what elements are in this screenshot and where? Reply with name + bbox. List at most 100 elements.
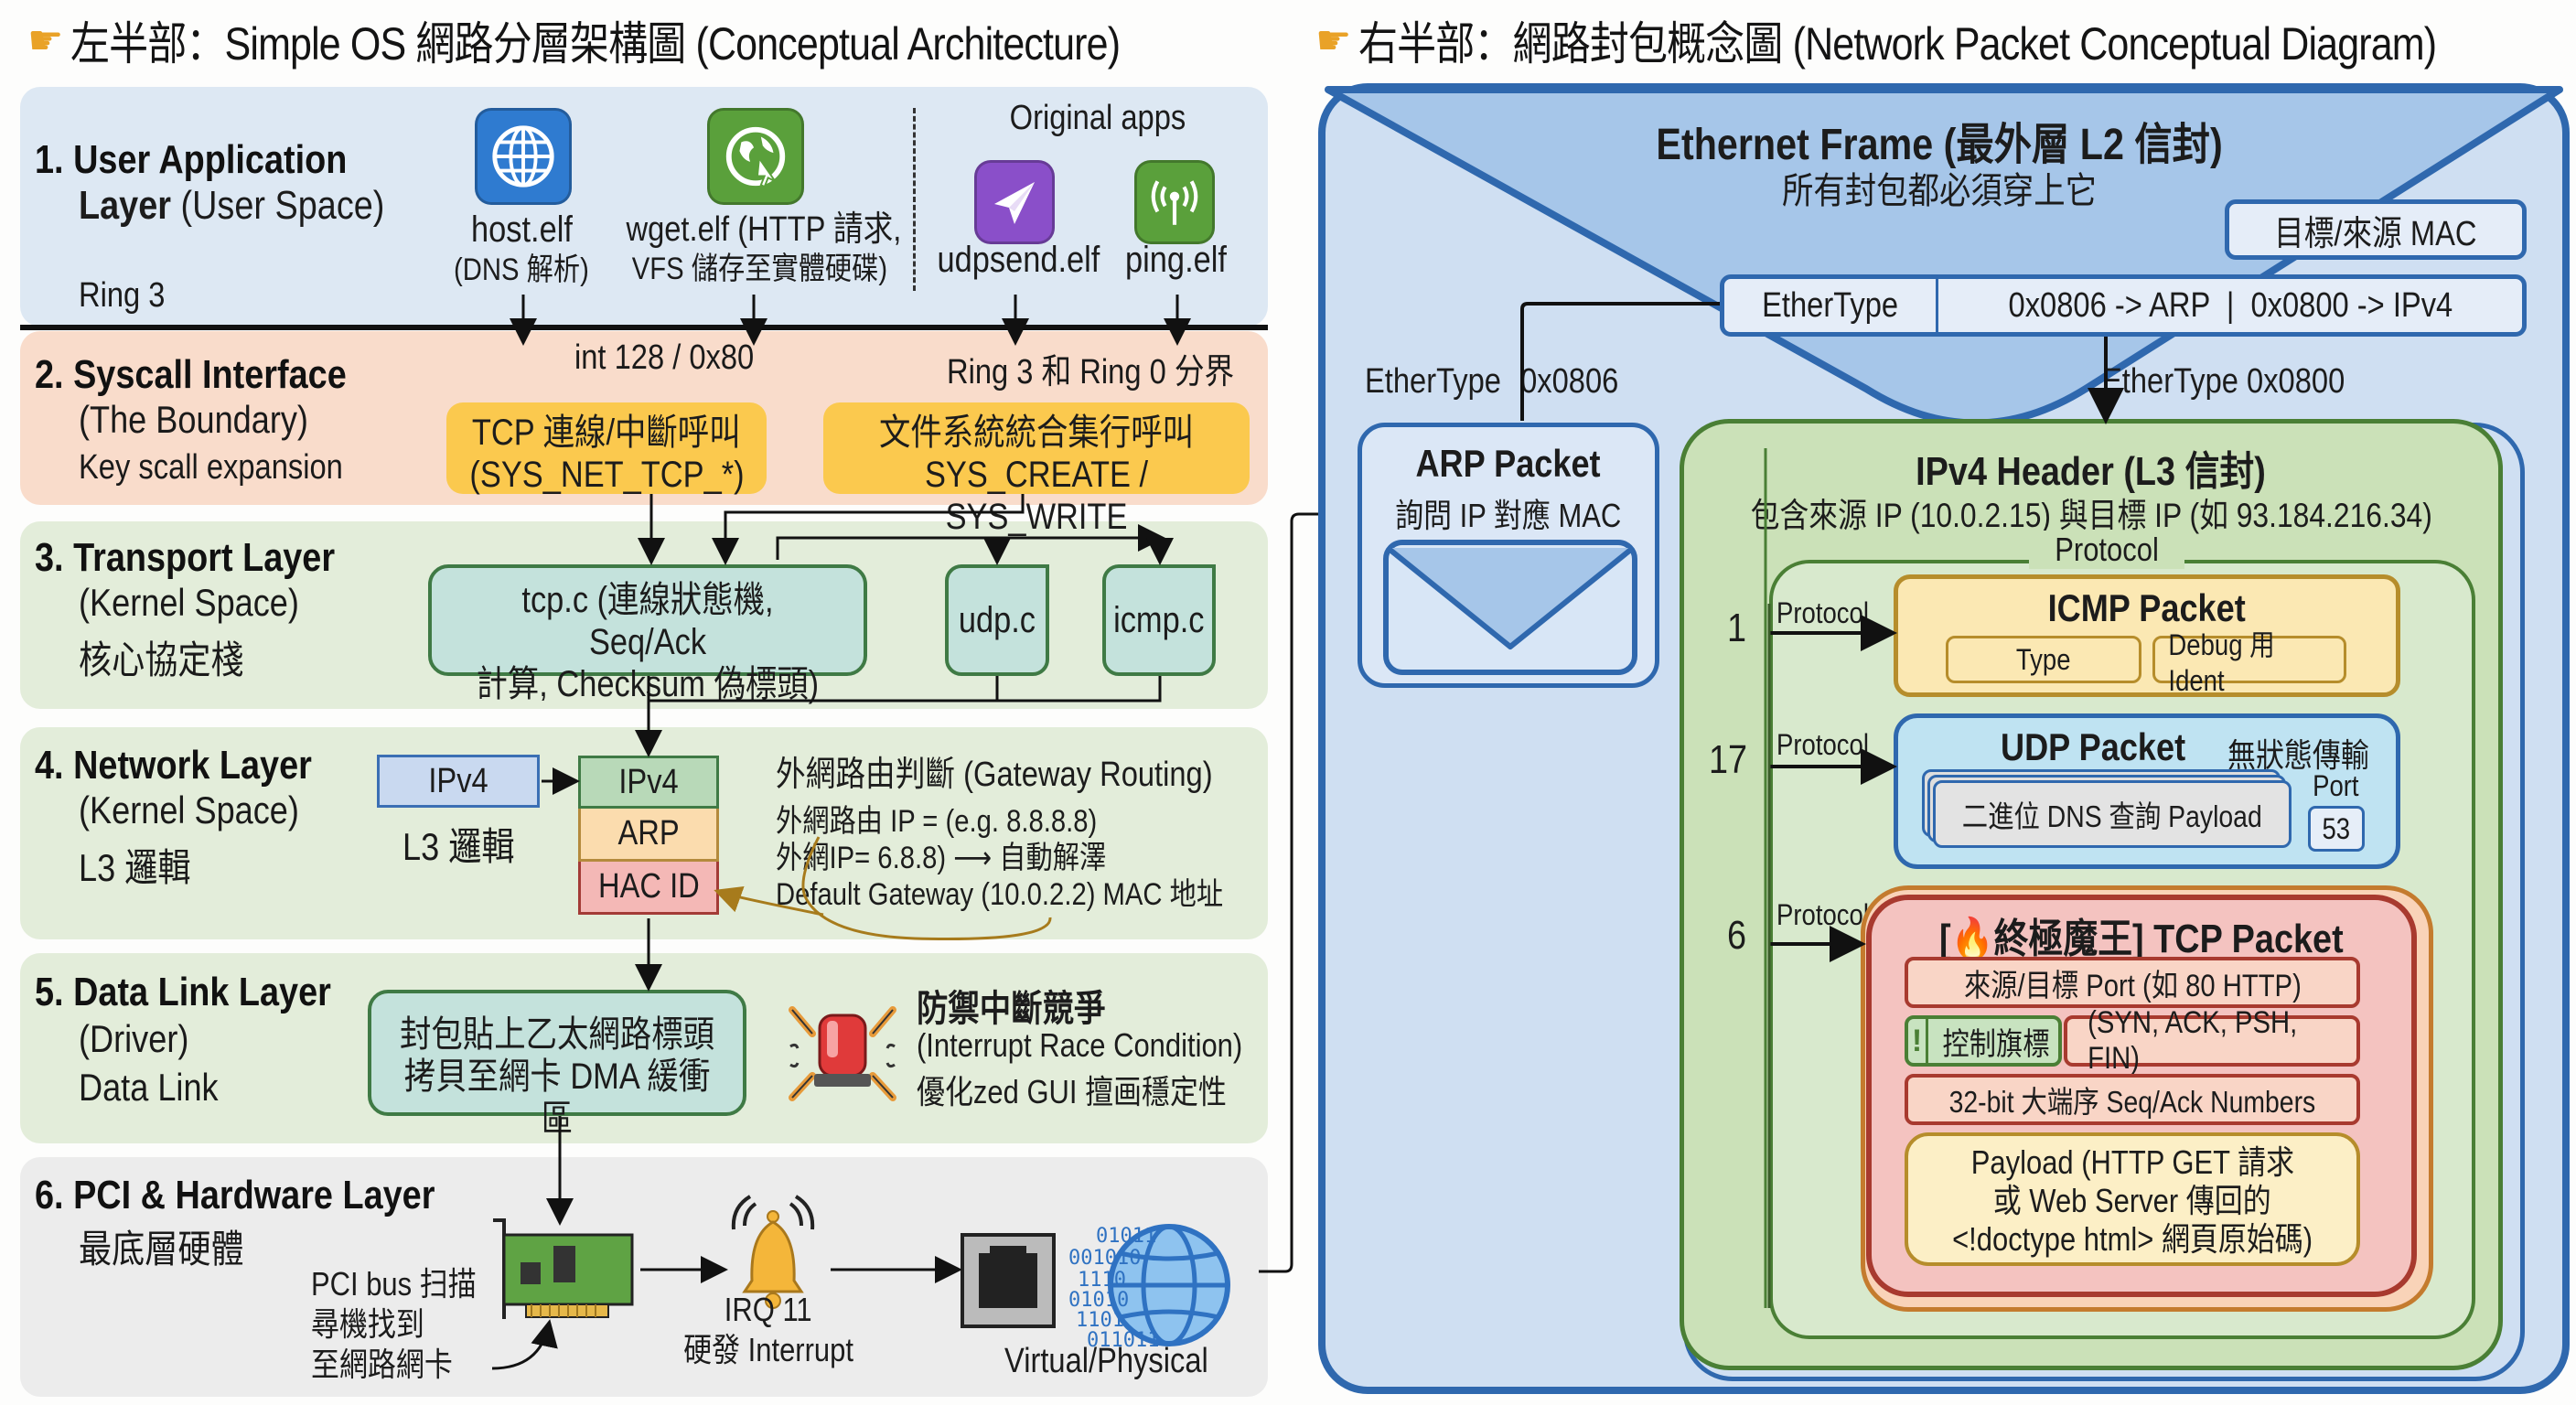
tcp-syscall-box[interactable]: TCP 連線/中斷呼叫 (SYS_NET_TCP_*) bbox=[446, 402, 767, 495]
globe-cursor-icon bbox=[725, 126, 786, 188]
layer-6-band bbox=[20, 1157, 1268, 1397]
tcp-packet-title: [🔥終極魔王] TCP Packet bbox=[1939, 917, 2344, 961]
layer-5-title: 5. Data Link Layer bbox=[35, 970, 331, 1014]
routing-line-3: Default Gateway (10.0.2.2) MAC 地址 bbox=[776, 877, 1224, 912]
race-condition-line-1: (Interrupt Race Condition) bbox=[917, 1026, 1243, 1064]
arp-packet[interactable]: ARP Packet 詢問 IP 對應 MAC bbox=[1358, 423, 1659, 688]
layer-5-note: Data Link bbox=[79, 1066, 219, 1109]
icmp-protocol-num: 1 bbox=[1727, 606, 1747, 650]
tcp-flags-label[interactable]: ! 控制旗標 bbox=[1905, 1015, 2062, 1067]
layer-1-band bbox=[20, 87, 1268, 327]
layer-1-title: 1. User Application bbox=[35, 137, 348, 182]
layer-4-note: L3 邏輯 bbox=[79, 846, 191, 889]
right-section-title: ☛ 右半部：網路封包概念圖 (Network Packet Conceptual… bbox=[1315, 17, 2438, 70]
udp-port-label: Port bbox=[2312, 769, 2359, 802]
host-app-label: host.elf (DNS 解析) bbox=[454, 209, 589, 287]
pci-scan-label: PCI bus 扫描 尋機找到 至網路網卡 bbox=[311, 1265, 477, 1383]
tcp-seq-ack-field[interactable]: 32-bit 大端序 Seq/Ack Numbers bbox=[1905, 1074, 2360, 1125]
udpsend-app-icon[interactable] bbox=[974, 160, 1055, 244]
tcp-ports-field[interactable]: 來源/目標 Port (如 80 HTTP) bbox=[1905, 957, 2360, 1008]
protocol-label: Protocol bbox=[2029, 531, 2184, 569]
bell-interrupt-icon bbox=[731, 1195, 815, 1309]
ring-boundary-label: Ring 3 和 Ring 0 分界 bbox=[947, 353, 1235, 391]
routing-line-1: 外網路由 IP = (e.g. 8.8.8.8) bbox=[776, 804, 1098, 839]
tcp-packet[interactable]: [🔥終極魔王] TCP Packet 來源/目標 Port (如 80 HTTP… bbox=[1866, 895, 2417, 1297]
ethernet-header-driver-box[interactable]: 封包貼上乙太網路標頭 拷貝至網卡 DMA 緩衝區 bbox=[368, 990, 746, 1139]
layer-1-title2: Layer bbox=[79, 183, 171, 228]
udp-protocol-num: 17 bbox=[1709, 737, 1748, 782]
icmp-protocol-arrow-label: Protocol bbox=[1776, 596, 1869, 629]
irq-label: IRQ 11 硬發 Interrupt bbox=[683, 1291, 853, 1368]
arp-packet-title: ARP Packet bbox=[1415, 442, 1602, 485]
dns-payload[interactable]: 二進位 DNS 查詢 Payload bbox=[1933, 780, 2292, 848]
l3-logic-label: L3 邏輯 bbox=[402, 825, 515, 868]
tcp-protocol-num: 6 bbox=[1727, 913, 1747, 958]
icmp-packet-title: ICMP Packet bbox=[2047, 586, 2247, 629]
ping-app-icon[interactable] bbox=[1134, 160, 1215, 244]
race-condition-line-2: 優化zed GUI 擅画穩定性 bbox=[917, 1073, 1227, 1110]
ethertype-values: 0x0806 -> ARP | 0x0800 -> IPv4 bbox=[2008, 285, 2453, 325]
ethernet-frame-subtitle: 所有封包都必須穿上它 bbox=[1782, 171, 2097, 211]
icmp-c-file[interactable]: icmp.c bbox=[1102, 564, 1216, 676]
ipv4-header-title: IPv4 Header (L3 信封) bbox=[1916, 449, 2267, 494]
icmp-packet[interactable]: ICMP Packet Type Debug 用 Ident bbox=[1894, 574, 2400, 697]
arp-branch-label: EtherType 0x0806 bbox=[1365, 362, 1619, 401]
layer-4-sub: (Kernel Space) bbox=[79, 788, 299, 831]
alarm-siren-icon bbox=[789, 1006, 896, 1101]
binary-stream: 01011 001010 1110 01010 1101 011011 bbox=[1068, 1225, 1168, 1352]
routing-title: 外網路由判斷 (Gateway Routing) bbox=[776, 756, 1213, 794]
ethertype-key: EtherType bbox=[1724, 279, 1938, 332]
network-card-icon[interactable] bbox=[489, 1217, 636, 1326]
icmp-type-field[interactable]: Type bbox=[1946, 636, 2141, 683]
tcp-c-module[interactable]: tcp.c (連線狀態機, Seq/Ack 計算, Checksum 偽標頭) bbox=[428, 564, 867, 704]
ipv4-header-subtitle: 包含來源 IP (10.0.2.15) 與目標 IP (如 93.184.216… bbox=[1750, 497, 2432, 534]
original-apps-label: Original apps bbox=[1009, 99, 1186, 137]
envelope-icon bbox=[1383, 540, 1637, 675]
udp-packet[interactable]: UDP Packet 無狀態傳輸 二進位 DNS 查詢 Payload Port… bbox=[1894, 713, 2400, 869]
antenna-icon bbox=[1151, 180, 1198, 225]
ipv4-branch-label: EtherType 0x0800 bbox=[2102, 362, 2345, 401]
tcp-protocol-arrow-label: Protocol bbox=[1776, 898, 1869, 931]
host-app-icon[interactable] bbox=[475, 108, 572, 205]
globe-grid-icon bbox=[492, 125, 554, 188]
udp-port-value[interactable]: 53 bbox=[2308, 806, 2365, 852]
wget-app-icon[interactable] bbox=[707, 108, 804, 205]
stack-hac-id[interactable]: HAC ID bbox=[578, 862, 719, 915]
layer-3-title: 3. Transport Layer bbox=[35, 535, 336, 580]
tcp-payload[interactable]: Payload (HTTP GET 請求 或 Web Server 傳回的 <!… bbox=[1905, 1132, 2360, 1266]
layer-1-sub: (User Space) bbox=[180, 183, 385, 228]
layer-5-sub: (Driver) bbox=[79, 1017, 189, 1060]
stack-arp[interactable]: ARP bbox=[578, 809, 719, 862]
mac-address-field[interactable]: 目標/來源 MAC bbox=[2225, 199, 2527, 260]
arp-packet-subtitle: 詢問 IP 對應 MAC bbox=[1395, 497, 1622, 534]
left-section-title: ☛ 左半部：Simple OS 網路分層架構圖 (Conceptual Arch… bbox=[27, 17, 1121, 70]
flag-marker-icon: ! bbox=[1908, 1019, 1928, 1063]
fs-syscall-box[interactable]: 文件系統統合集行呼叫 SYS_CREATE / SYS_WRITE bbox=[823, 402, 1250, 537]
layer-6-title: 6. PCI & Hardware Layer bbox=[35, 1173, 435, 1217]
paper-plane-icon bbox=[994, 182, 1035, 224]
stack-ipv4[interactable]: IPv4 bbox=[578, 756, 719, 809]
int-0x80-label: int 128 / 0x80 bbox=[574, 338, 755, 377]
tcp-flags-field[interactable]: (SYN, ACK, PSH, FIN) bbox=[2064, 1005, 2360, 1076]
race-condition-title: 防禦中斷競爭 bbox=[917, 989, 1106, 1029]
ping-app-label: ping.elf bbox=[1124, 240, 1227, 280]
icmp-ident-field[interactable]: Debug 用 Ident bbox=[2152, 628, 2346, 697]
udp-packet-title: UDP Packet bbox=[2001, 725, 2186, 768]
ipv4-logic-box[interactable]: IPv4 bbox=[377, 755, 540, 808]
fire-icon: 🔥 bbox=[1950, 917, 1994, 961]
layer-2-note: Key scall expansion bbox=[79, 448, 343, 487]
wget-app-label: wget.elf (HTTP 請求, VFS 儲存至實體硬碟) bbox=[626, 210, 902, 286]
virtual-physical-label: Virtual/Physical bbox=[1004, 1342, 1208, 1380]
udp-protocol-arrow-label: Protocol bbox=[1776, 728, 1869, 761]
layer-1-note: Ring 3 bbox=[79, 276, 166, 315]
udp-stateless-tag: 無狀態傳輸 bbox=[2227, 736, 2369, 774]
layer-1-title-line2: Layer (User Space) bbox=[79, 183, 384, 229]
ethernet-frame-title: Ethernet Frame (最外層 L2 信封) bbox=[1656, 121, 2223, 169]
layer-6-sub: 最底層硬體 bbox=[79, 1228, 244, 1271]
layer-2-title: 2. Syscall Interface bbox=[35, 352, 347, 397]
pointing-hand-icon: ☛ bbox=[27, 17, 64, 63]
layer-2-sub: (The Boundary) bbox=[79, 398, 308, 441]
ethertype-field[interactable]: EtherType 0x0806 -> ARP | 0x0800 -> IPv4 bbox=[1720, 274, 2527, 337]
original-apps-divider bbox=[913, 108, 916, 291]
udp-c-file[interactable]: udp.c bbox=[945, 564, 1049, 676]
